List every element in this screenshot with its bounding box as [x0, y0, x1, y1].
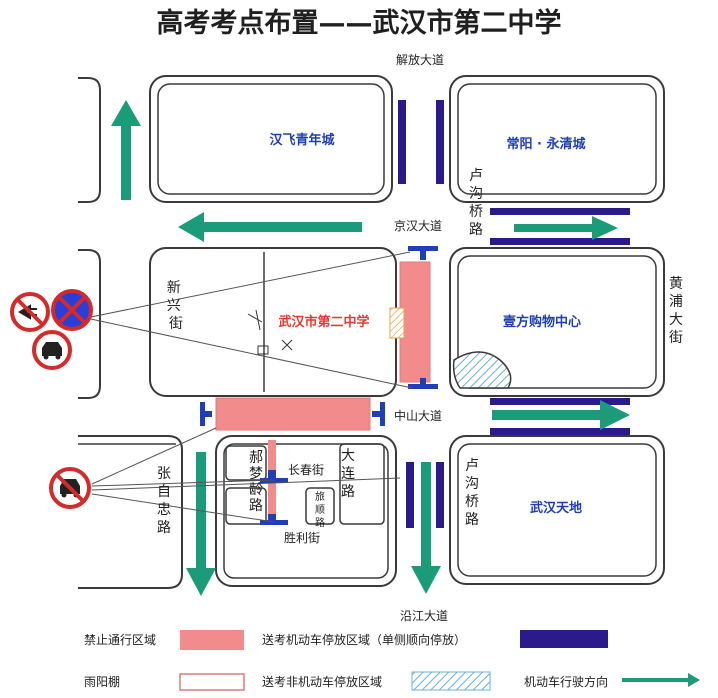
- legend-rain-shelter-label: 雨阳棚: [84, 674, 120, 689]
- road-yanjiang: 沿江大道: [400, 609, 448, 623]
- road-lugou-south-char: 卢: [465, 458, 479, 474]
- legend: 禁止通行区域 送考机动车停放区域（单侧顺向停放） 雨阳棚 送考非机动车停放区域 …: [84, 630, 700, 691]
- road-jiefang: 解放大道: [396, 52, 444, 67]
- road-huangpu-char: 街: [669, 330, 683, 346]
- place-school: 武汉市第二中学: [278, 314, 369, 330]
- road-zhangzizhong-char: 自: [157, 484, 171, 500]
- school-markers: [247, 309, 293, 355]
- road-zhangzizhong-char: 张: [157, 466, 171, 482]
- road-zhongshan: 中山大道: [394, 408, 442, 423]
- road-xinxing-char-1: 兴: [167, 298, 181, 314]
- rain-shelter: [389, 307, 405, 339]
- road-lvshun-char: 顺: [315, 504, 325, 516]
- road-chenglin-char: 路: [249, 498, 263, 514]
- road-dalian-char: 大: [341, 448, 355, 464]
- place-tiandi: 武汉天地: [530, 500, 582, 516]
- road-lugou-north-char: 卢: [469, 168, 483, 184]
- no-horn-sign-icon: [10, 292, 50, 332]
- no-motor-vehicles-sign-icon: [32, 330, 72, 370]
- road-jinghan: 京汉大道: [394, 219, 442, 233]
- legend-motor-parking-swatch: [520, 630, 608, 648]
- place-changyang: 常阳 · 永清城: [507, 136, 586, 152]
- road-huangpu-char: 浦: [669, 294, 683, 310]
- no-pass-zone-east: [399, 261, 431, 383]
- road-lugou-south: 卢沟桥路: [465, 458, 479, 528]
- road-changchun: 长春街: [288, 463, 324, 477]
- road-zhangzizhong-char: 路: [157, 520, 171, 536]
- no-pass-zone-south: [215, 397, 371, 431]
- road-dalian: 大连路: [341, 448, 355, 500]
- legend-no-pass-swatch: [180, 630, 244, 650]
- road-shengli: 胜利街: [284, 530, 320, 545]
- road-chenglin: 郝梦龄路: [249, 450, 263, 514]
- place-hanfei: 汉飞青年城: [269, 132, 334, 148]
- block-left-bottom: [78, 435, 183, 589]
- no-parking-sign-icon: [51, 289, 93, 331]
- road-lvshun: 旅顺路: [315, 490, 325, 529]
- road-chenglin-char: 龄: [249, 482, 263, 498]
- road-huangpu-char: 黄: [669, 275, 683, 292]
- road-zhangzizhong-char: 忠: [157, 502, 171, 518]
- block-left-mid: [78, 249, 101, 399]
- block-hanfei: [149, 75, 393, 203]
- road-lugou-north-char: 路: [469, 222, 483, 238]
- road-huangpu: 黄浦大街: [669, 275, 683, 346]
- block-tiandi: [449, 435, 665, 585]
- road-dalian-char: 连: [341, 466, 355, 482]
- road-xinxing-char-0: 新: [167, 280, 181, 296]
- road-xinxing: 新 兴 街: [167, 280, 185, 332]
- no-motor-vehicles-sign-icon: [49, 467, 91, 509]
- road-lugou-north-char: 桥: [469, 204, 483, 220]
- road-xinxing-char-2: 街: [169, 316, 183, 332]
- legend-rain-shelter-swatch: [179, 673, 245, 691]
- legend-traffic-flow-arrow-icon: [622, 673, 700, 687]
- legend-motor-parking-label: 送考机动车停放区域（单侧顺向停放）: [262, 632, 466, 647]
- road-lvshun-char: 旅: [315, 490, 325, 503]
- road-lugou-north: 卢沟桥路: [469, 168, 483, 238]
- block-left-top: [78, 77, 101, 203]
- block-mall: [449, 247, 665, 397]
- city-blocks: [78, 75, 665, 589]
- motor-parking-bars: [398, 100, 630, 528]
- legend-traffic-flow-label: 机动车行驶方向: [524, 674, 608, 689]
- block-changyang: [449, 75, 665, 203]
- nonmotor-parking-zone: [452, 351, 512, 389]
- road-lugou-south-char: 桥: [465, 494, 479, 510]
- road-dalian-char: 路: [341, 484, 355, 500]
- road-huangpu-char: 大: [669, 312, 683, 328]
- legend-nonmotor-parking-swatch: [411, 671, 491, 691]
- legend-nonmotor-parking-label: 送考非机动车停放区域: [262, 674, 382, 689]
- sign-connector-lines: [85, 251, 413, 523]
- map-title: 高考考点布置——武汉市第二中学: [157, 7, 562, 39]
- road-lugou-north-char: 沟: [469, 186, 483, 202]
- road-lvshun-char: 路: [315, 516, 325, 529]
- place-mall: 壹方购物中心: [503, 314, 581, 330]
- road-lugou-south-char: 沟: [465, 476, 479, 492]
- road-chenglin-char: 郝: [249, 450, 263, 466]
- legend-no-pass-label: 禁止通行区域: [84, 633, 156, 647]
- road-zhangzizhong: 张自忠路: [157, 466, 171, 536]
- road-lugou-south-char: 路: [465, 512, 479, 528]
- road-chenglin-char: 梦: [249, 466, 263, 482]
